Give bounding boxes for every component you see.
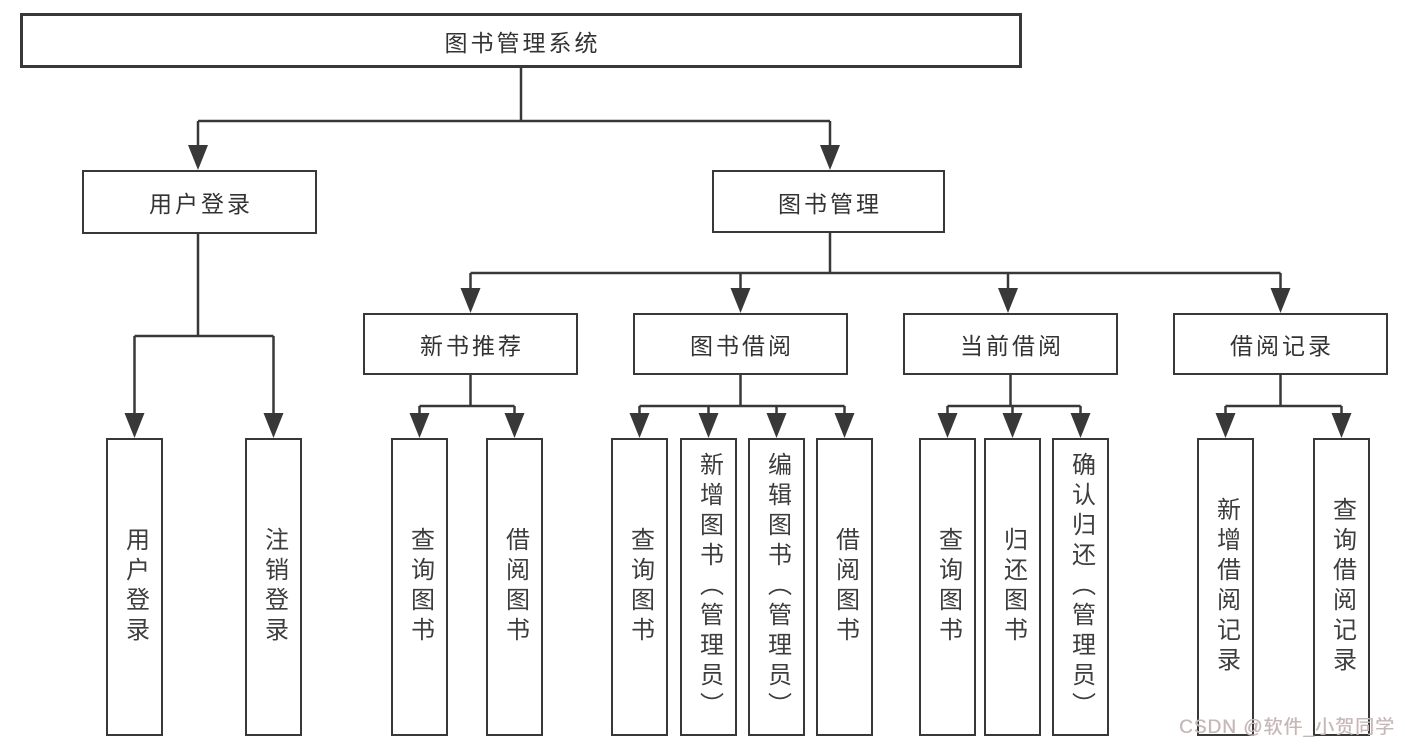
- leaf-label: 查询借阅记录: [1328, 497, 1356, 677]
- leaf-confirm-return-admin: 确认归还（管理员）: [1052, 438, 1109, 736]
- leaf-label: 查询图书: [406, 527, 434, 647]
- leaf-label: 借阅图书: [831, 527, 859, 647]
- node-label: 图书管理系统: [444, 29, 601, 56]
- node-label: 图书借阅: [690, 333, 794, 359]
- leaf-label: 归还图书: [999, 527, 1027, 647]
- node-label: 新书推荐: [420, 333, 524, 359]
- csdn-watermark: CSDN @软件_小贺同学: [1179, 717, 1395, 738]
- node-label: 借阅记录: [1230, 333, 1334, 359]
- node-book-management: 图书管理: [712, 170, 945, 233]
- leaf-label: 确认归还（管理员）: [1067, 452, 1095, 722]
- node-label: 当前借阅: [960, 333, 1064, 359]
- leaf-add-borrow-record: 新增借阅记录: [1197, 438, 1254, 736]
- leaf-label: 用户登录: [121, 527, 149, 647]
- leaf-return-books: 归还图书: [984, 438, 1041, 736]
- node-label: 图书管理: [778, 190, 882, 217]
- leaf-label: 编辑图书（管理员）: [763, 452, 791, 722]
- leaf-search-books-recommend: 查询图书: [391, 438, 448, 736]
- leaf-edit-book-admin: 编辑图书（管理员）: [748, 438, 805, 736]
- leaf-search-borrow-record: 查询借阅记录: [1313, 438, 1370, 736]
- node-user-login: 用户登录: [82, 170, 317, 234]
- node-system-root: 图书管理系统: [20, 13, 1022, 68]
- leaf-label: 查询图书: [626, 527, 654, 647]
- node-label: 用户登录: [149, 191, 253, 217]
- leaf-label: 借阅图书: [501, 527, 529, 647]
- node-current-borrowing: 当前借阅: [903, 313, 1118, 375]
- leaf-search-books-current: 查询图书: [919, 438, 976, 736]
- leaf-user-login: 用户登录: [106, 438, 163, 736]
- leaf-search-books-borrowing: 查询图书: [611, 438, 668, 736]
- node-book-borrowing: 图书借阅: [633, 313, 848, 375]
- leaf-logout: 注销登录: [245, 438, 302, 736]
- leaf-borrow-books-borrowing: 借阅图书: [816, 438, 873, 736]
- leaf-label: 注销登录: [260, 527, 288, 647]
- leaf-add-book-admin: 新增图书（管理员）: [680, 438, 737, 736]
- leaf-label: 新增图书（管理员）: [695, 452, 723, 722]
- node-borrow-records: 借阅记录: [1173, 313, 1388, 375]
- leaf-label: 查询图书: [934, 527, 962, 647]
- leaf-label: 新增借阅记录: [1212, 497, 1240, 677]
- node-new-book-recommend: 新书推荐: [363, 313, 578, 375]
- leaf-borrow-books-recommend: 借阅图书: [486, 438, 543, 736]
